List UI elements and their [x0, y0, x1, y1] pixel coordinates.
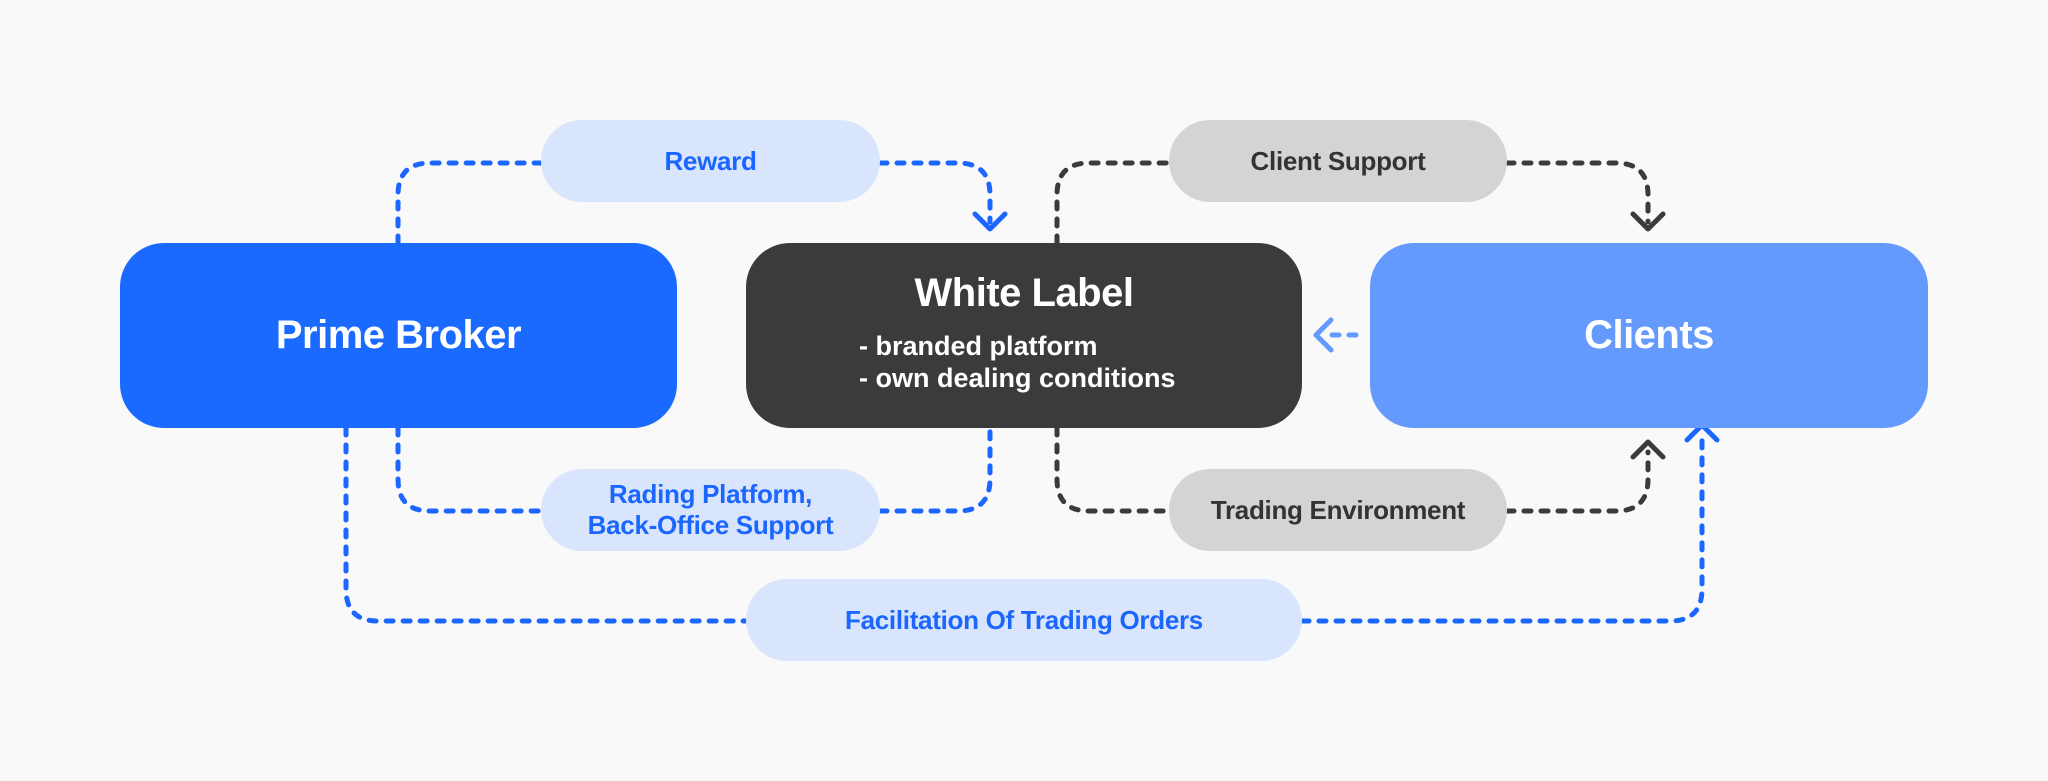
trading-env-connector-right: [1504, 449, 1651, 514]
rading-connector-left: [395, 425, 544, 514]
flow-label-trading-environment-text: Trading Environment: [1210, 494, 1466, 525]
node-white-label-title: White Label: [914, 271, 1134, 315]
white-label-feature: - own dealing conditions: [859, 363, 1176, 393]
client-support-arrowhead-icon: [1630, 211, 1666, 232]
node-white-label: White Label - branded platform - own dea…: [746, 243, 1302, 428]
client-support-connector-right: [1504, 160, 1651, 225]
node-prime-broker-title: Prime Broker: [275, 313, 522, 357]
trading-env-arrowhead-icon: [1630, 439, 1666, 460]
white-label-feature-list: - branded platform - own dealing conditi…: [859, 330, 1189, 394]
trading-env-connector-left: [1054, 425, 1172, 514]
flow-label-rading-line1: Rading Platform,: [608, 479, 813, 509]
flow-label-client-support-text: Client Support: [1250, 145, 1426, 176]
white-label-feature: - branded platform: [859, 331, 1098, 361]
client-support-connector-left: [1054, 160, 1172, 246]
reward-connector-left: [395, 160, 544, 246]
reward-connector-right: [877, 160, 993, 225]
reward-arrowhead-icon: [972, 211, 1008, 232]
rading-connector-right: [877, 425, 993, 514]
node-clients-title: Clients: [1584, 313, 1714, 357]
flow-label-trading-environment: Trading Environment: [1169, 469, 1507, 551]
node-prime-broker: Prime Broker: [120, 243, 677, 428]
flow-label-reward-text: Reward: [664, 145, 757, 176]
flow-label-reward: Reward: [541, 120, 880, 202]
flow-label-rading-platform: Rading Platform, Back-Office Support: [541, 469, 880, 551]
flow-label-facilitation: Facilitation Of Trading Orders: [746, 579, 1302, 661]
facilitation-connector-left: [343, 425, 749, 624]
flow-label-facilitation-text: Facilitation Of Trading Orders: [845, 604, 1203, 635]
flow-label-client-support: Client Support: [1169, 120, 1507, 202]
flow-label-rading-line2: Back-Office Support: [587, 510, 834, 540]
node-clients: Clients: [1370, 243, 1928, 428]
clients-to-white-label-arrowhead-icon: [1313, 317, 1334, 353]
facilitation-connector-right: [1299, 431, 1705, 624]
